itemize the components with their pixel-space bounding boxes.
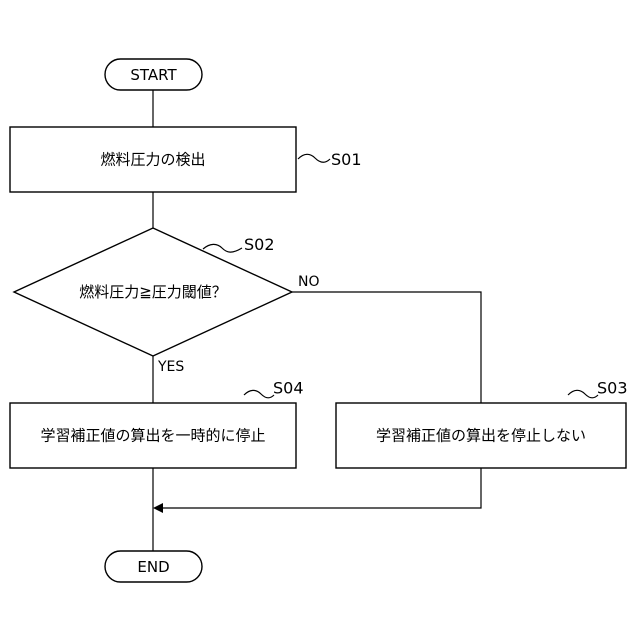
branch-no-label: NO <box>298 274 320 290</box>
connector-s02-no-to-s03 <box>292 292 481 403</box>
s03-leader <box>568 390 598 398</box>
end-label: END <box>137 558 169 576</box>
s01-step-id: S01 <box>331 150 362 169</box>
merge-arrowhead <box>153 503 163 513</box>
branch-yes-label: YES <box>157 359 184 375</box>
s02-text: 燃料圧力≧圧力閾値？ <box>79 283 227 301</box>
connector-s03-merge <box>161 468 481 508</box>
s02-step-id: S02 <box>244 235 275 254</box>
s03-text: 学習補正値の算出を停止しない <box>376 427 586 445</box>
s04-text: 学習補正値の算出を一時的に停止 <box>40 427 265 445</box>
s03-step-id: S03 <box>597 379 628 398</box>
s02-leader <box>203 244 242 252</box>
s01-text: 燃料圧力の検出 <box>100 151 205 169</box>
s04-leader <box>244 390 274 398</box>
start-label: START <box>130 66 177 84</box>
s01-leader <box>298 154 330 162</box>
s04-step-id: S04 <box>273 379 304 398</box>
